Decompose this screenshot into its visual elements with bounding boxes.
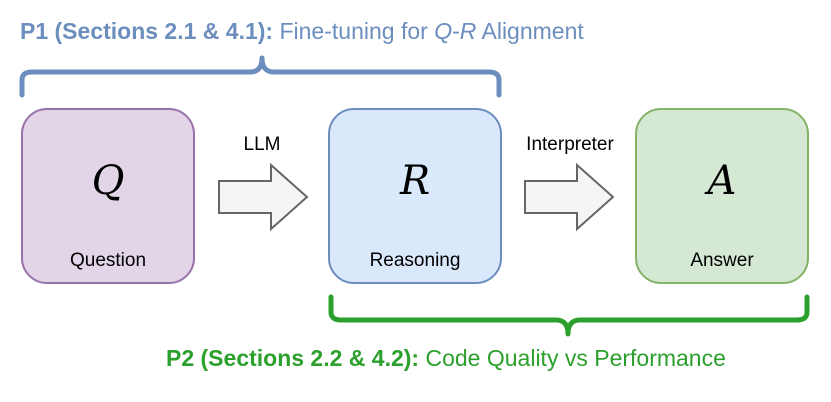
p2-label: P2 (Sections 2.2 & 4.2): — [166, 345, 420, 371]
p1-q: Q — [434, 18, 453, 44]
p1-text-after: Alignment — [476, 18, 584, 44]
llm-label: LLM — [243, 134, 281, 155]
p1-label: P1 (Sections 2.1 & 4.1): — [20, 18, 274, 44]
question-symbol: Q — [91, 158, 125, 204]
p1-brace — [19, 55, 502, 98]
p2-text: Code Quality vs Performance — [425, 345, 726, 371]
reasoning-box — [328, 108, 502, 284]
p1-text-before: Fine-tuning for — [279, 18, 435, 44]
answer-symbol: A — [707, 158, 737, 204]
interpreter-label: Interpreter — [526, 134, 614, 155]
p1-dash: - — [452, 18, 460, 44]
p2-title: P2 (Sections 2.2 & 4.2): Code Quality vs… — [166, 345, 726, 372]
answer-box — [635, 108, 809, 284]
answer-caption: Answer — [690, 250, 754, 271]
question-box — [21, 108, 195, 284]
question-caption: Question — [69, 250, 147, 271]
reasoning-caption: Reasoning — [369, 250, 461, 271]
llm-arrow — [218, 162, 309, 232]
p2-brace — [328, 294, 810, 337]
p1-title: P1 (Sections 2.1 & 4.1): Fine-tuning for… — [20, 18, 584, 45]
p1-r: R — [459, 18, 477, 44]
interpreter-arrow — [524, 162, 615, 232]
reasoning-symbol: R — [399, 158, 431, 204]
